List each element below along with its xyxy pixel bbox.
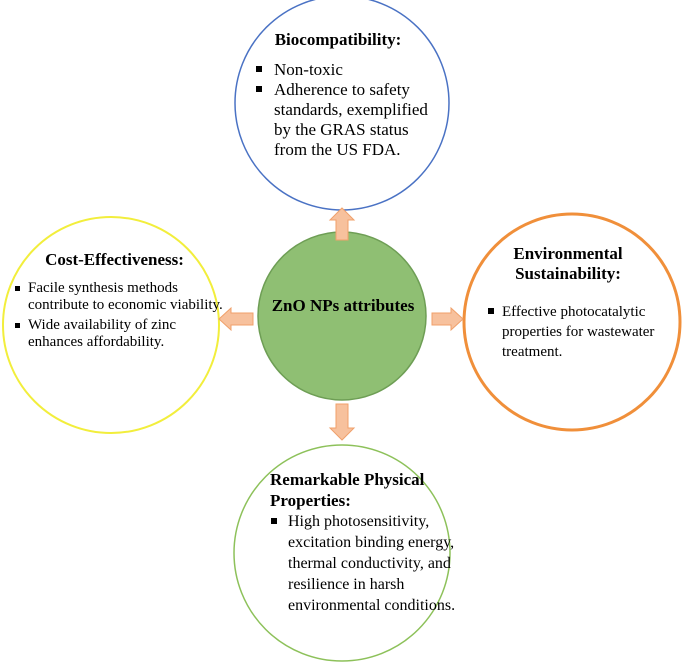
physical-properties-title: Remarkable Physical Properties:: [270, 470, 425, 510]
cost-effectiveness-list: Facile synthesis methods contribute to e…: [12, 280, 227, 351]
cost-effectiveness-title: Cost-Effectiveness:: [45, 250, 184, 269]
center-label: ZnO NPs attributes: [271, 296, 415, 315]
list-item: Effective photocatalytic properties for …: [488, 302, 678, 362]
environmental-node: Environmental Sustainability: Effective …: [488, 244, 678, 362]
list-item: Adherence to safety standards, exemplifi…: [252, 80, 432, 160]
physical-properties-list: High photosensitivity, excitation bindin…: [270, 511, 470, 616]
environmental-title: Environmental Sustainability:: [513, 244, 623, 283]
list-item: Wide availability of zinc enhances affor…: [12, 317, 227, 351]
biocompatibility-list: Non-toxic Adherence to safety standards,…: [252, 60, 432, 160]
environmental-list: Effective photocatalytic properties for …: [488, 302, 678, 362]
arrow-up: [328, 207, 356, 241]
cost-effectiveness-circle: [2, 216, 220, 434]
biocompatibility-title: Biocompatibility:: [274, 30, 402, 49]
arrow-left: [218, 306, 254, 332]
biocompatibility-node: Biocompatibility: Non-toxic Adherence to…: [252, 30, 432, 160]
arrow-right: [431, 306, 464, 332]
environmental-circle: [462, 212, 682, 432]
list-item: Non-toxic: [252, 60, 432, 80]
physical-properties-node: Remarkable Physical Properties: High pho…: [270, 469, 470, 616]
list-item: Facile synthesis methods contribute to e…: [12, 280, 227, 314]
arrow-down: [328, 403, 356, 441]
list-item: High photosensitivity, excitation bindin…: [270, 511, 470, 616]
physical-properties-circle: [233, 444, 451, 662]
center-circle: [257, 231, 427, 401]
cost-effectiveness-node: Cost-Effectiveness: Facile synthesis met…: [12, 250, 227, 354]
